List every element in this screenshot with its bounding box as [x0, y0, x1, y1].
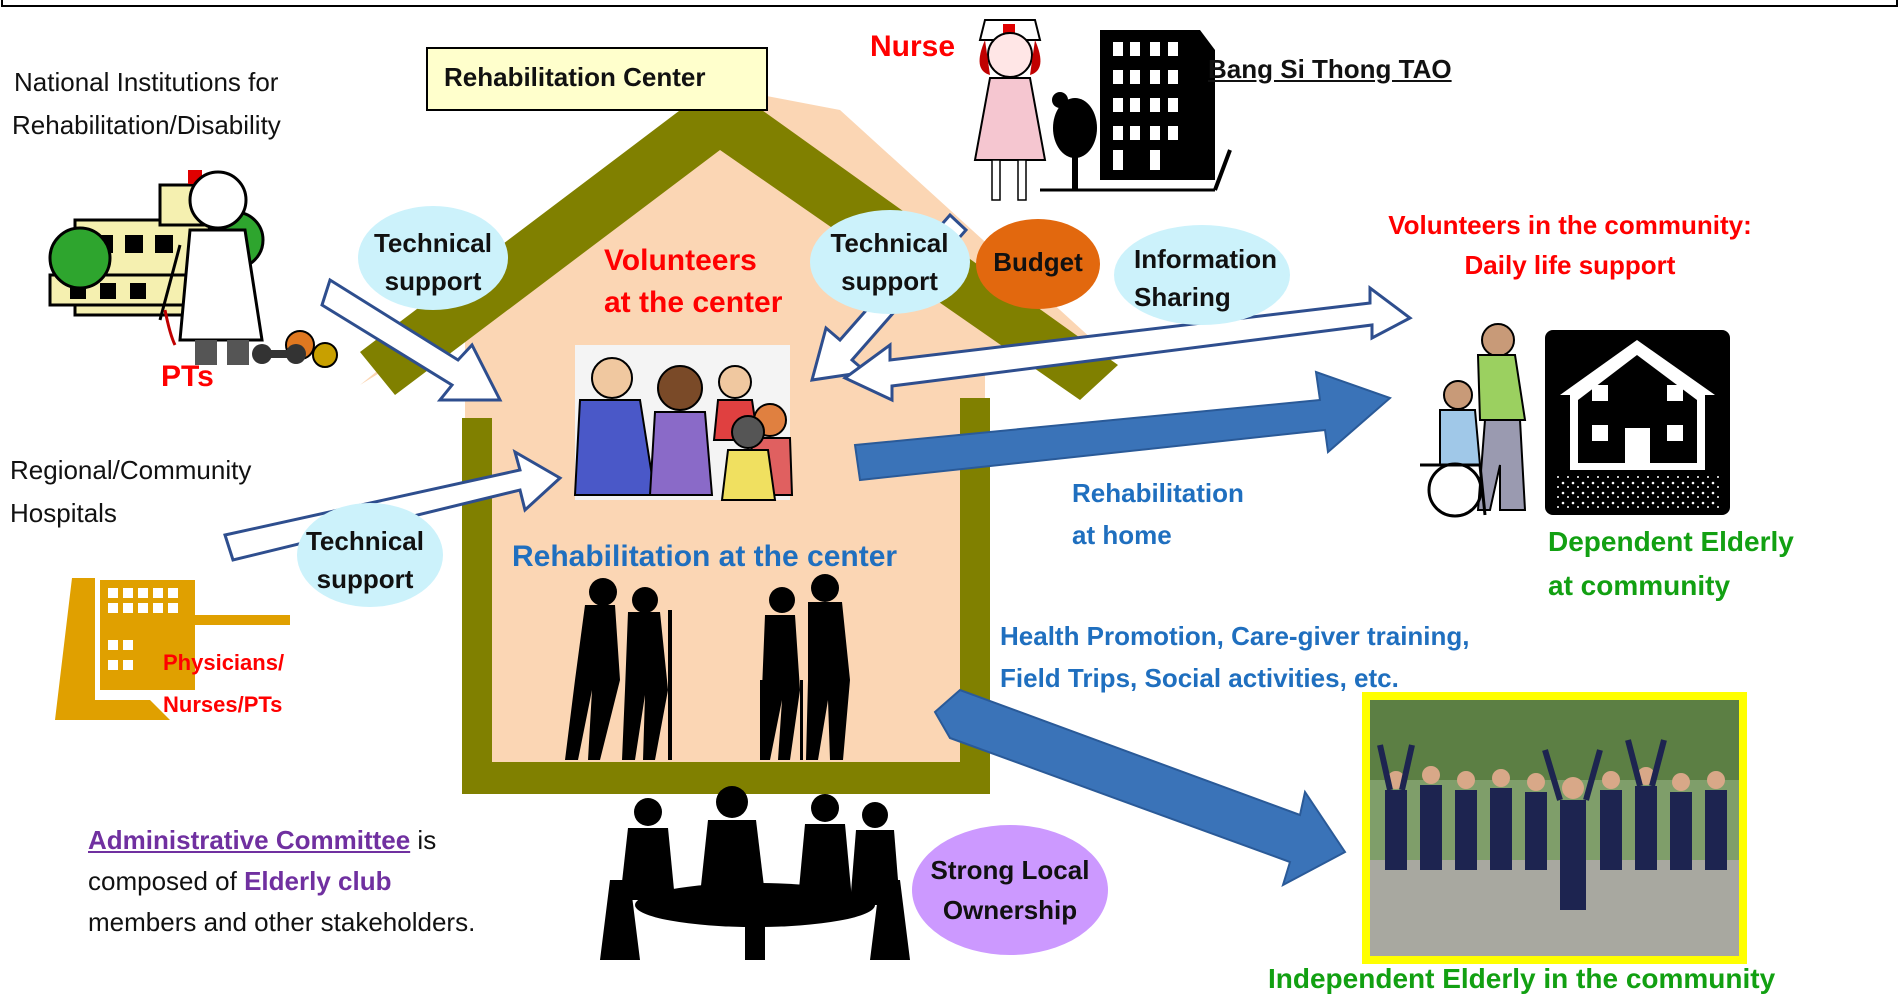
- committee-is: is: [410, 825, 437, 855]
- volunteers-center-label: Volunteers at the center: [604, 240, 782, 324]
- ownership-bubble: [912, 825, 1108, 955]
- regional-hospitals-label-1: Regional/Community: [10, 455, 252, 485]
- committee-composed: composed of: [88, 866, 245, 896]
- technical-support-bubble-3: [810, 210, 970, 314]
- health-promotion-label: Health Promotion, Care-giver training, Fi…: [1000, 615, 1470, 699]
- ownership-line2: Ownership: [942, 895, 1078, 925]
- walking-elderly-silhouette-icon: [565, 574, 850, 760]
- volunteers-community-line2: Daily life support: [1464, 250, 1676, 280]
- national-institutions-label-1: National Institutions for: [14, 67, 279, 97]
- tao-label: Bang Si Thong TAO: [1208, 54, 1452, 84]
- information-sharing-arrow: [842, 285, 1413, 403]
- technical-support-3-line2: support: [841, 266, 938, 296]
- regional-hospitals-label-2: Hospitals: [10, 498, 117, 528]
- caregiver-wheelchair-icon: [1420, 323, 1527, 518]
- information-sharing-line1: Information: [1134, 244, 1277, 274]
- tree-icon: [1052, 92, 1097, 190]
- exercise-photo: [1362, 692, 1747, 964]
- volunteers-group-icon: [573, 345, 794, 501]
- nurse-label: Nurse: [870, 30, 956, 63]
- technical-support-label-1: Technical support: [358, 224, 508, 300]
- committee-members: members and other stakeholders.: [88, 907, 476, 937]
- doctor-icon: [158, 170, 338, 368]
- house-icon: [1545, 330, 1730, 515]
- rehab-at-center-label: Rehabilitation at the center: [512, 540, 898, 573]
- health-promotion-line1: Health Promotion, Care-giver training,: [1000, 621, 1470, 651]
- physicians-label-1: Physicians/: [163, 650, 285, 675]
- physicians-label-2: Nurses/PTs: [163, 692, 283, 717]
- information-sharing-line2: Sharing: [1134, 282, 1231, 312]
- office-building-icon: [1040, 30, 1232, 192]
- committee-elderly-club: Elderly club: [244, 866, 392, 896]
- rehab-center-label: Rehabilitation Center: [444, 62, 706, 92]
- technical-support-bubble-2: [297, 503, 443, 607]
- community-activities-arrow: [933, 688, 1347, 888]
- rehab-at-home-arrow: [853, 370, 1392, 482]
- rehab-at-home-label: Rehabilitation at home: [1072, 472, 1244, 556]
- technical-support-3-line1: Technical: [830, 228, 949, 258]
- volunteers-community-label: Volunteers in the community: Daily life s…: [1340, 205, 1800, 285]
- technical-support-label-3: Technical support: [812, 224, 967, 300]
- committee-name: Administrative Committee: [88, 825, 411, 855]
- budget-label: Budget: [993, 247, 1083, 277]
- technical-support-2-line1: Technical: [305, 526, 424, 556]
- rehab-center-box: [426, 47, 768, 111]
- volunteers-community-line1: Volunteers in the community:: [1388, 210, 1752, 240]
- health-promotion-line2: Field Trips, Social activities, etc.: [1000, 663, 1399, 693]
- ownership-line1: Strong Local: [930, 855, 1090, 885]
- pts-label: PTs: [161, 360, 214, 393]
- rehab-at-home-line2: at home: [1072, 520, 1172, 550]
- technical-support-1-line1: Technical: [373, 228, 492, 258]
- meeting-silhouette-icon: [600, 786, 910, 960]
- top-frame: [1, 0, 1898, 7]
- dependent-elderly-line2: at community: [1548, 570, 1731, 601]
- volunteers-center-line2: at the center: [604, 286, 783, 319]
- technical-support-bubble-1: [358, 206, 508, 310]
- volunteers-center-line1: Volunteers: [604, 244, 757, 277]
- technical-support-2-line2: support: [316, 564, 414, 594]
- rehab-at-home-line1: Rehabilitation: [1072, 478, 1244, 508]
- independent-elderly-label: Independent Elderly in the community: [1268, 963, 1776, 994]
- budget-bubble: [976, 219, 1100, 309]
- technical-support-label-2: Technical support: [290, 522, 440, 598]
- dependent-elderly-line1: Dependent Elderly: [1548, 526, 1794, 557]
- committee-description: Administrative Committee is composed of …: [88, 820, 475, 943]
- dependent-elderly-label: Dependent Elderly at community: [1548, 520, 1794, 608]
- information-sharing-bubble: [1114, 225, 1290, 325]
- nurse-icon: [973, 19, 1047, 201]
- technical-support-arrow-1: [320, 277, 503, 402]
- national-institutions-label-2: Rehabilitation/Disability: [12, 110, 281, 140]
- technical-support-1-line2: support: [384, 266, 482, 296]
- hospital-icon: [55, 578, 290, 720]
